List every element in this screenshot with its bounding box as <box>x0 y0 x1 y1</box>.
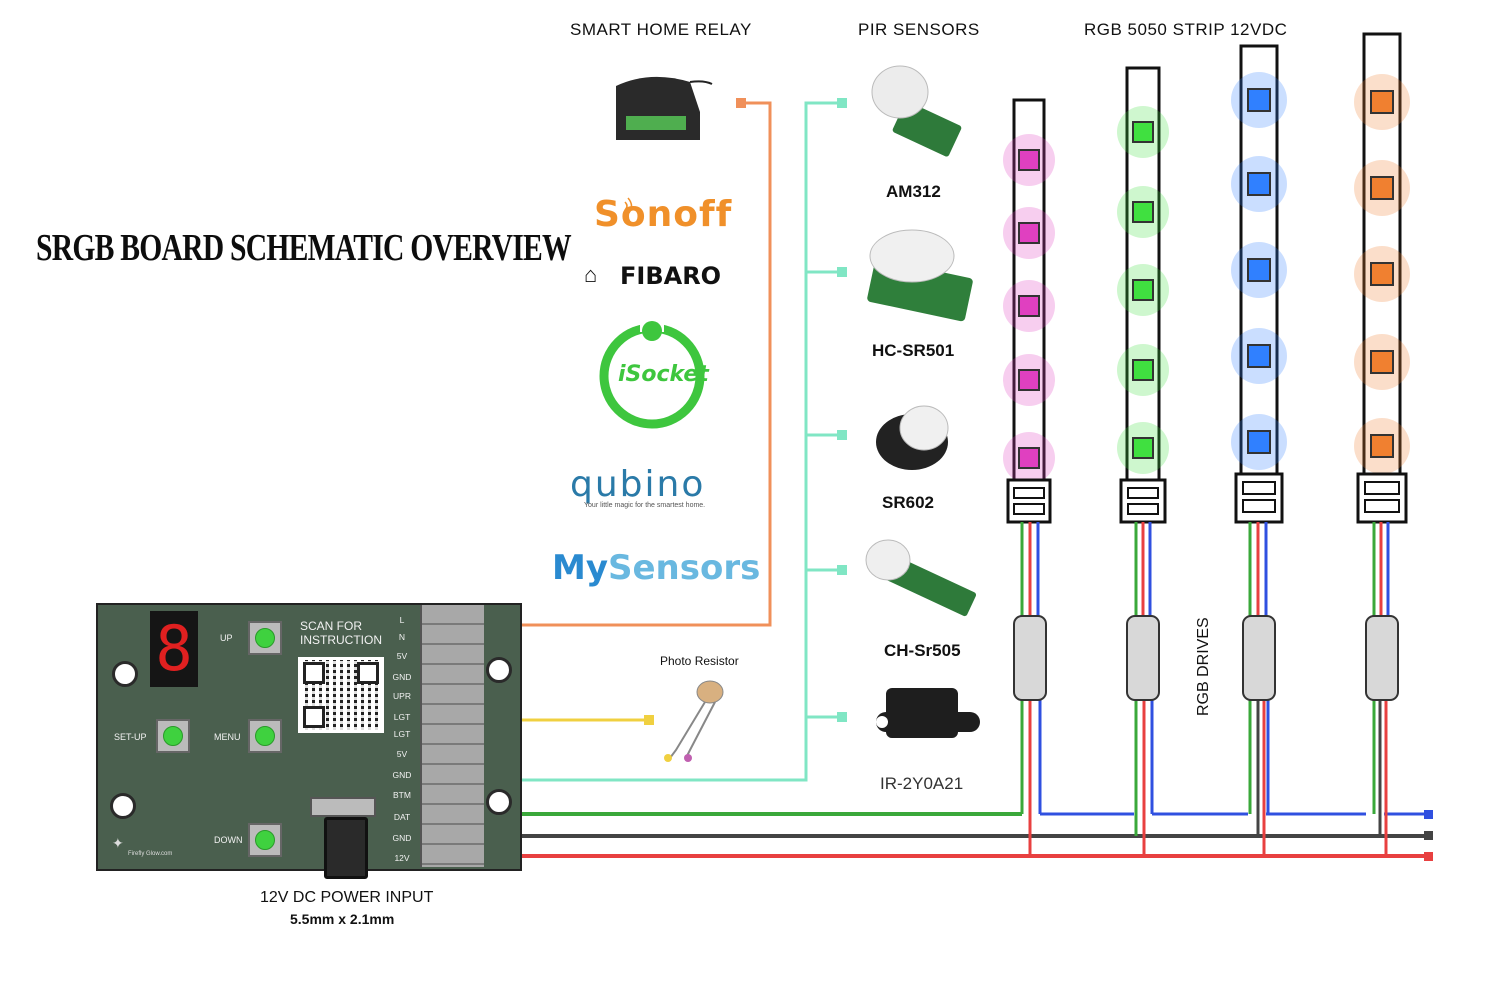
mount-hole <box>486 789 512 815</box>
mysensors-logo: MySensors <box>552 548 760 588</box>
mount-hole <box>110 793 136 819</box>
terminal-label: LGT <box>393 729 411 739</box>
board-brand: Firefly Glow.com <box>128 851 173 857</box>
menu-label: MENU <box>214 732 241 742</box>
up-button[interactable] <box>248 621 282 655</box>
logo-icon: ✦ <box>112 835 124 851</box>
terminal-label: DAT <box>393 812 411 822</box>
mysensors-my: My <box>552 548 608 588</box>
down-button[interactable] <box>248 823 282 857</box>
terminal-label: 5V <box>396 749 408 759</box>
setup-label: SET-UP <box>114 732 147 742</box>
sensor-name-ir-2y0a21: IR-2Y0A21 <box>880 774 964 793</box>
fibaro-icon: ⌂ <box>584 262 598 287</box>
terminal-label: L <box>399 615 405 625</box>
relay-wire-end <box>736 98 746 108</box>
sensor-branches <box>806 270 840 719</box>
scan-label: SCAN FOR INSTRUCTION <box>300 619 382 647</box>
sensor-name-hc-sr501: HC-SR501 <box>872 341 955 360</box>
qubino-tagline: Your little magic for the smartest home. <box>584 502 706 509</box>
rgb-drives-label: RGB DRIVES <box>1195 617 1212 716</box>
terminal-label: UPR <box>393 691 411 701</box>
setup-button[interactable] <box>156 719 190 753</box>
power-jack[interactable] <box>324 817 368 879</box>
sonoff-logo: Sonoff <box>594 194 733 235</box>
relay-wire <box>470 101 772 627</box>
strip-3 <box>1231 44 1287 524</box>
down-label: DOWN <box>214 835 243 845</box>
sensor-bus <box>478 101 840 782</box>
sensor-name-ch-sr505: CH-Sr505 <box>884 641 961 660</box>
menu-button[interactable] <box>248 719 282 753</box>
terminal-label: 12V <box>394 853 410 863</box>
terminal-label: N <box>398 632 406 642</box>
strip-1 <box>1003 98 1055 524</box>
mount-hole <box>112 661 138 687</box>
power-input-label: 12V DC POWER INPUT <box>260 889 434 906</box>
sensor-name-sr602: SR602 <box>882 493 934 512</box>
srgb-board: 8 UP SET-UP MENU DOWN SCAN FOR INSTRUCTI… <box>96 603 522 879</box>
mount-hole <box>486 657 512 683</box>
qubino-logo: qubino <box>570 464 706 505</box>
terminal-label: 5V <box>396 651 408 661</box>
seven-seg-display: 8 <box>150 611 198 687</box>
ir-2y0a21-sensor <box>876 688 980 748</box>
strip-4 <box>1354 32 1410 524</box>
terminal-label: GND <box>392 672 412 682</box>
pir-header: PIR SENSORS <box>858 20 980 39</box>
terminal-label: LGT <box>393 712 411 722</box>
mysensors-sensors: Sensors <box>608 548 761 588</box>
ch-sr505-sensor <box>865 539 977 617</box>
page-title: SRGB BOARD SCHEMATIC OVERVIEW <box>36 227 572 269</box>
relay-header: SMART HOME RELAY <box>570 20 752 39</box>
fibaro-logo: FIBARO <box>620 262 722 290</box>
qr-code[interactable] <box>298 657 384 733</box>
terminal-label: GND <box>392 833 412 843</box>
power-jack-slot <box>310 797 376 817</box>
terminal-block[interactable] <box>420 605 484 867</box>
terminal-label: GND <box>392 770 412 780</box>
display-digit: 8 <box>155 612 193 685</box>
power-input-size: 5.5mm x 2.1mm <box>290 911 395 927</box>
strip-2 <box>1117 66 1169 524</box>
rgb-drivers <box>1013 615 1399 701</box>
sr602-sensor <box>876 405 949 470</box>
relay-module <box>616 76 713 140</box>
hc-sr501-sensor <box>867 229 973 322</box>
terminal-label: BTM <box>393 790 411 800</box>
isocket-logo: iSocket <box>618 362 709 387</box>
am312-sensor <box>871 65 962 157</box>
up-label: UP <box>220 633 233 643</box>
sensor-name-am312: AM312 <box>886 182 941 201</box>
photo-resistor-label: Photo Resistor <box>660 654 739 668</box>
photo-resistor-part <box>664 680 724 762</box>
strip-header: RGB 5050 STRIP 12VDC <box>1084 20 1288 39</box>
